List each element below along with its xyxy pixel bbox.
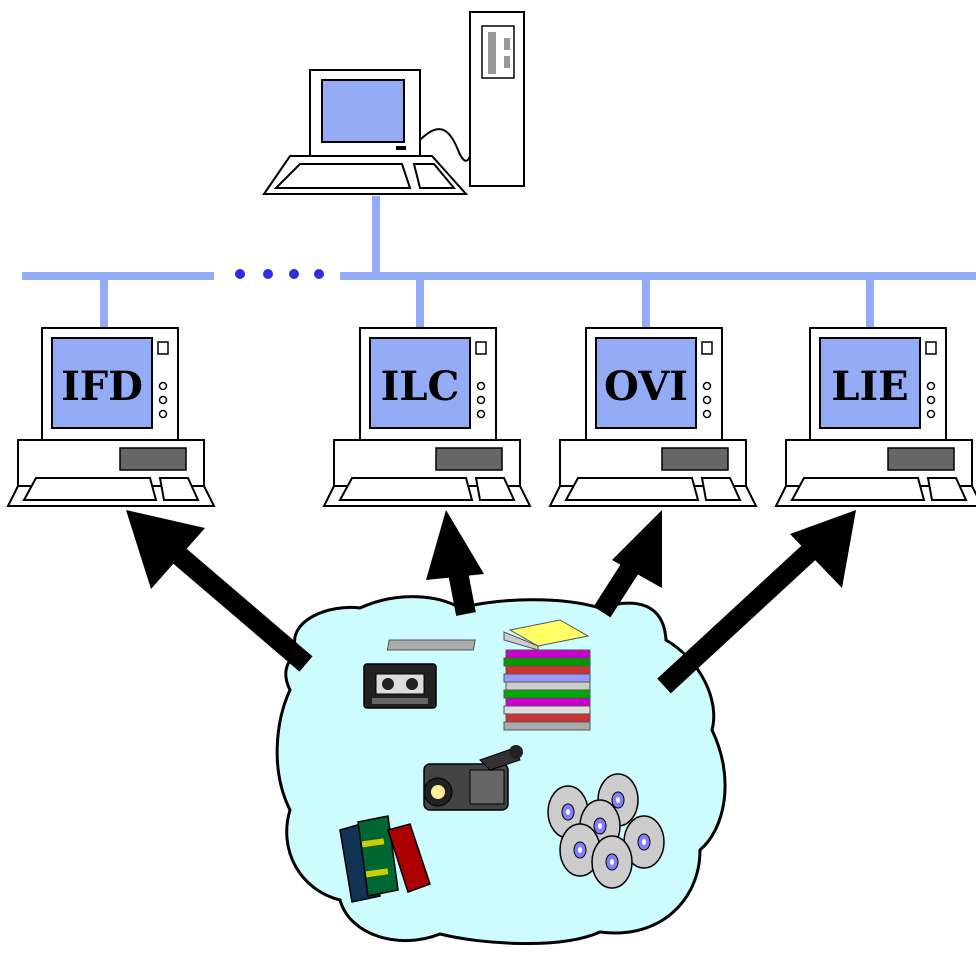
arrow-to-ovi: [593, 510, 662, 618]
network-ellipsis: [235, 269, 324, 279]
workstation-label: OVI: [604, 363, 688, 410]
network-bus: [22, 196, 976, 328]
server-icon: [262, 11, 525, 195]
workstation-lie: LIE: [775, 327, 976, 507]
workstation-label: LIE: [831, 363, 908, 410]
arrow-to-lie: [657, 510, 856, 694]
workstation-label: IFD: [61, 363, 143, 410]
workstation-ifd: IFD: [7, 327, 215, 507]
camcorder-icon: [423, 745, 523, 811]
workstation-ovi: OVI: [549, 327, 757, 507]
floppy-stack-icon: [386, 619, 591, 731]
arrow-to-ifd: [126, 510, 313, 672]
arrows: [126, 510, 856, 694]
cassette-tape-icon: [363, 663, 437, 709]
workstation-ilc: ILC: [323, 327, 531, 507]
arrow-to-ilc: [426, 510, 484, 616]
books-icon: [339, 815, 431, 903]
workstation-label: ILC: [381, 363, 460, 410]
